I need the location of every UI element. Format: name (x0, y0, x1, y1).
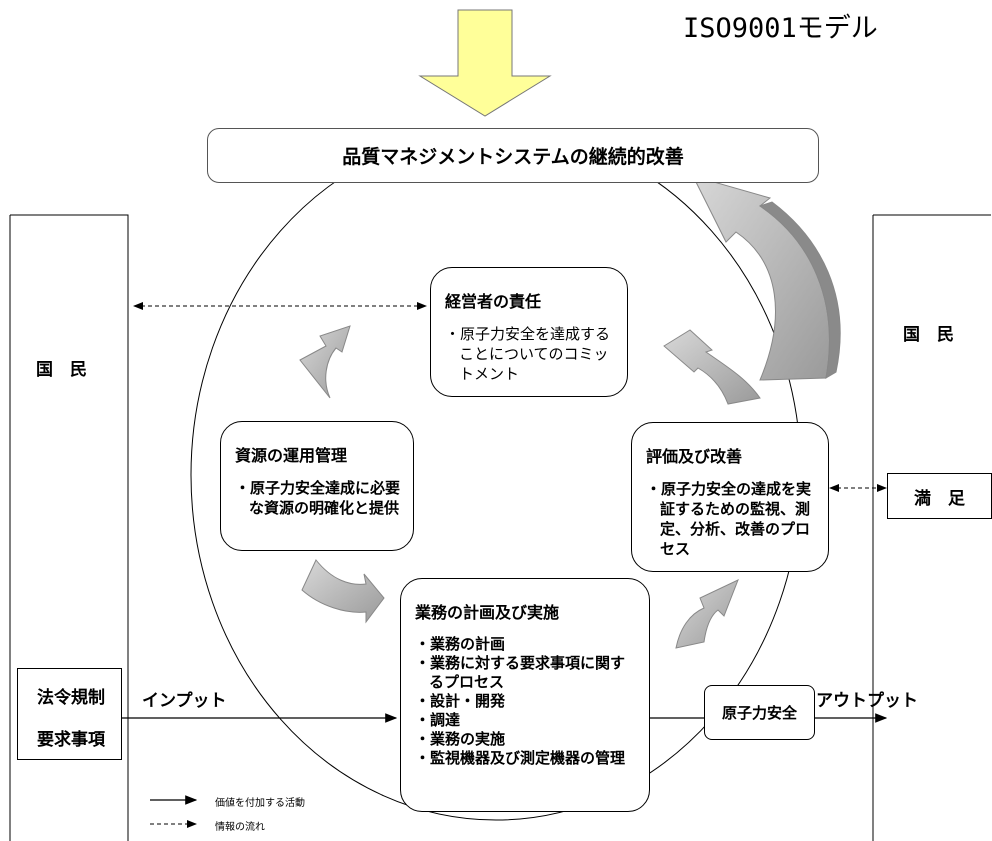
process-operations: 業務の計画及び実施 業務の計画 業務に対する要求事項に関するプロセス 設計・開発… (400, 578, 650, 812)
cycle-arrow-bottom-left (301, 559, 385, 624)
operations-item: 業務の計画 (415, 635, 639, 654)
evaluation-title: 評価及び改善 (646, 447, 743, 466)
resources-title: 資源の運用管理 (235, 446, 348, 465)
satisfaction-box: 満 足 (887, 473, 992, 519)
operations-item: 調達 (415, 711, 639, 730)
operations-item: 監視機器及び測定機器の管理 (415, 749, 639, 768)
continuous-improvement-label: 品質マネジメントシステムの継続的改善 (342, 146, 684, 168)
operations-title: 業務の計画及び実施 (415, 603, 560, 622)
input-label: インプット (142, 691, 227, 711)
management-item: 原子力安全を達成することについてのコミットメント (445, 324, 615, 384)
cycle-arrow-top-left (299, 325, 351, 399)
input-requirements-box: 法令規制 要求事項 (17, 668, 122, 760)
management-title: 経営者の責任 (445, 292, 542, 311)
nuclear-safety-label: 原子力安全 (721, 704, 797, 722)
continuous-improvement-banner: 品質マネジメントシステムの継続的改善 (207, 128, 819, 183)
satisfaction-label: 満 足 (914, 488, 965, 509)
process-resource-management: 資源の運用管理 原子力安全達成に必要な資源の明確化と提供 (220, 421, 414, 551)
operations-item: 設計・開発 (415, 692, 639, 711)
requirements-label: 要求事項 (37, 730, 105, 750)
left-citizens-label: 国 民 (36, 360, 87, 380)
operations-item: 業務に対する要求事項に関するプロセス (415, 654, 639, 692)
nuclear-safety-output-box: 原子力安全 (704, 685, 815, 740)
evaluation-item: 原子力安全の達成を実証するための監視、測定、分析、改善のプロセス (646, 479, 820, 559)
resources-item: 原子力安全達成に必要な資源の明確化と提供 (235, 478, 403, 518)
right-citizens-label: 国 民 (903, 325, 954, 345)
cycle-arrow-top-right (663, 329, 761, 405)
legend-value-adding: 価値を付加する活動 (215, 798, 305, 809)
legend-information-flow: 情報の流れ (215, 822, 265, 833)
regulations-label: 法令規制 (37, 688, 105, 708)
output-label: アウトプット (816, 691, 918, 711)
left-column (9, 214, 129, 841)
process-management-responsibility: 経営者の責任 原子力安全を達成することについてのコミットメント (430, 267, 628, 397)
operations-item: 業務の実施 (415, 730, 639, 749)
model-title: ISO9001モデル (683, 13, 878, 44)
cycle-arrow-bottom-right (675, 579, 739, 649)
top-yellow-arrow (418, 9, 552, 117)
process-evaluation-improvement: 評価及び改善 原子力安全の達成を実証するための監視、測定、分析、改善のプロセス (631, 422, 829, 572)
right-column (872, 214, 991, 841)
